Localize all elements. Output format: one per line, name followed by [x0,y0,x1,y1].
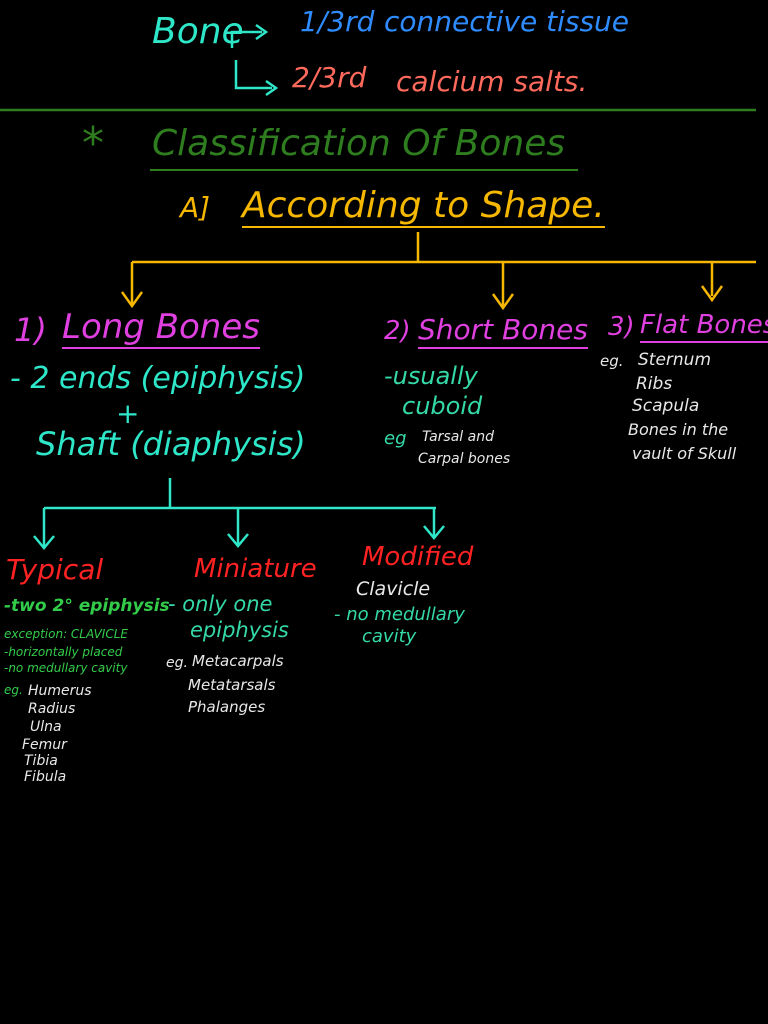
long-bones-plus: + [116,397,140,430]
typical-exception-detail-1: -horizontally placed [4,645,123,659]
flat-bones-number: 3) [608,312,635,342]
flat-bones-title: Flat Bones [640,312,768,343]
long-bones-ends: - 2 ends (epiphysis) [10,361,306,396]
typical-example: Radius [28,701,76,717]
miniature-example: Metacarpals [192,652,284,670]
section-a-title: According to Shape. [242,185,605,228]
typical-exception: exception: CLAVICLE [4,627,128,641]
fraction-one-third: 1/3rd [300,5,375,38]
flat-bones-item: Ribs [636,374,673,394]
flat-bones-eg: eg. [600,352,624,370]
short-bones-eg: eg [384,428,407,449]
modified-line2: - no medullary [334,604,465,625]
flat-bones-item: Sternum [638,350,712,370]
typical-example: Tibia [24,753,58,769]
flat-bones-item: vault of Skull [632,444,737,463]
miniature-example: Phalanges [188,698,266,716]
miniature-eg: eg. [166,655,188,671]
flat-bones-item: Scapula [632,396,700,416]
typical-example: Humerus [28,683,92,699]
typical-epiphysis: -two 2° epiphysis [4,596,170,616]
modified-line3: cavity [362,626,417,647]
bone-label: Bone [152,11,244,52]
long-bones-number: 1) [14,311,47,349]
short-bones-example-1: Tarsal and [422,429,494,445]
short-bones-cuboid: cuboid [402,392,483,420]
short-bones-number: 2) [384,316,411,346]
miniature-line2: epiphysis [190,618,289,642]
modified-clavicle: Clavicle [356,578,431,600]
typical-title: Typical [6,553,104,586]
page-title: Classification Of Bones [152,123,566,164]
miniature-title: Miniature [194,554,317,584]
typical-example: Femur [22,737,67,753]
connective-tissue-text: connective tissue [384,5,629,38]
short-bones-example-2: Carpal bones [418,451,511,467]
long-bones-title: Long Bones [62,307,260,349]
star-bullet: * [82,118,104,169]
miniature-example: Metatarsals [188,676,276,694]
calcium-salts-text: calcium salts. [396,65,588,98]
miniature-line1: - only one [168,592,273,616]
fraction-two-third: 2/3rd [292,61,367,94]
section-a-prefix: A] [180,191,211,224]
short-bones-title: Short Bones [418,316,588,349]
typical-exception-detail-2: -no medullary cavity [4,661,128,675]
short-bones-usually: -usually [384,362,478,390]
typical-example: Fibula [24,769,67,785]
modified-title: Modified [362,542,474,572]
typical-eg: eg. [4,683,23,697]
flat-bones-item: Bones in the [628,420,729,439]
long-bones-shaft: Shaft (diaphysis) [36,425,306,463]
typical-example: Ulna [30,719,62,735]
